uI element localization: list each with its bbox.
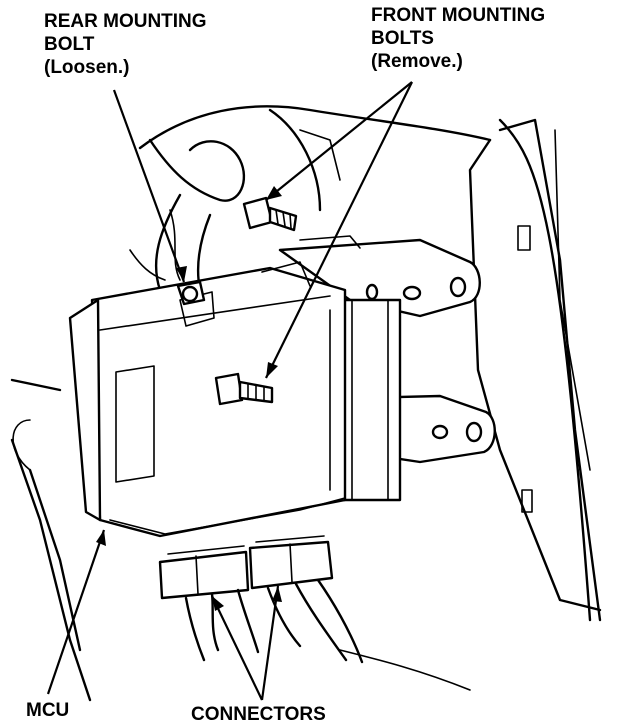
connectors-label: CONNECTORS (191, 704, 326, 725)
rear-bolt-pointer (112, 89, 187, 283)
mcu-label: MCU (26, 700, 70, 721)
mcu-pointer (46, 529, 106, 695)
rear-bolt-label-line3: (Loosen.) (44, 57, 130, 78)
front-mounting-bolt-upper (242, 196, 298, 232)
front-bolts-label-line1: FRONT MOUNTING (371, 5, 546, 26)
connectors-pointer (211, 585, 282, 701)
front-bolts-pointer (265, 81, 413, 379)
connectors (158, 535, 334, 600)
support-post (338, 298, 402, 502)
rear-bolt-label-line2: BOLT (44, 34, 95, 55)
front-mounting-bolt-lower (214, 372, 274, 406)
front-bolts-label-line3: (Remove.) (371, 51, 463, 72)
front-bolts-label-line2: BOLTS (371, 28, 434, 49)
body-panel-outline (10, 105, 602, 702)
rear-mounting-bolt (176, 280, 206, 306)
upper-bracket (278, 235, 481, 318)
rear-mounting-bolt-label: REAR MOUNTING BOLT (Loosen.) (44, 10, 207, 79)
hose (129, 138, 246, 292)
rear-bolt-label-line1: REAR MOUNTING (44, 11, 207, 32)
front-mounting-bolts-label: FRONT MOUNTING BOLTS (Remove.) (371, 4, 545, 73)
